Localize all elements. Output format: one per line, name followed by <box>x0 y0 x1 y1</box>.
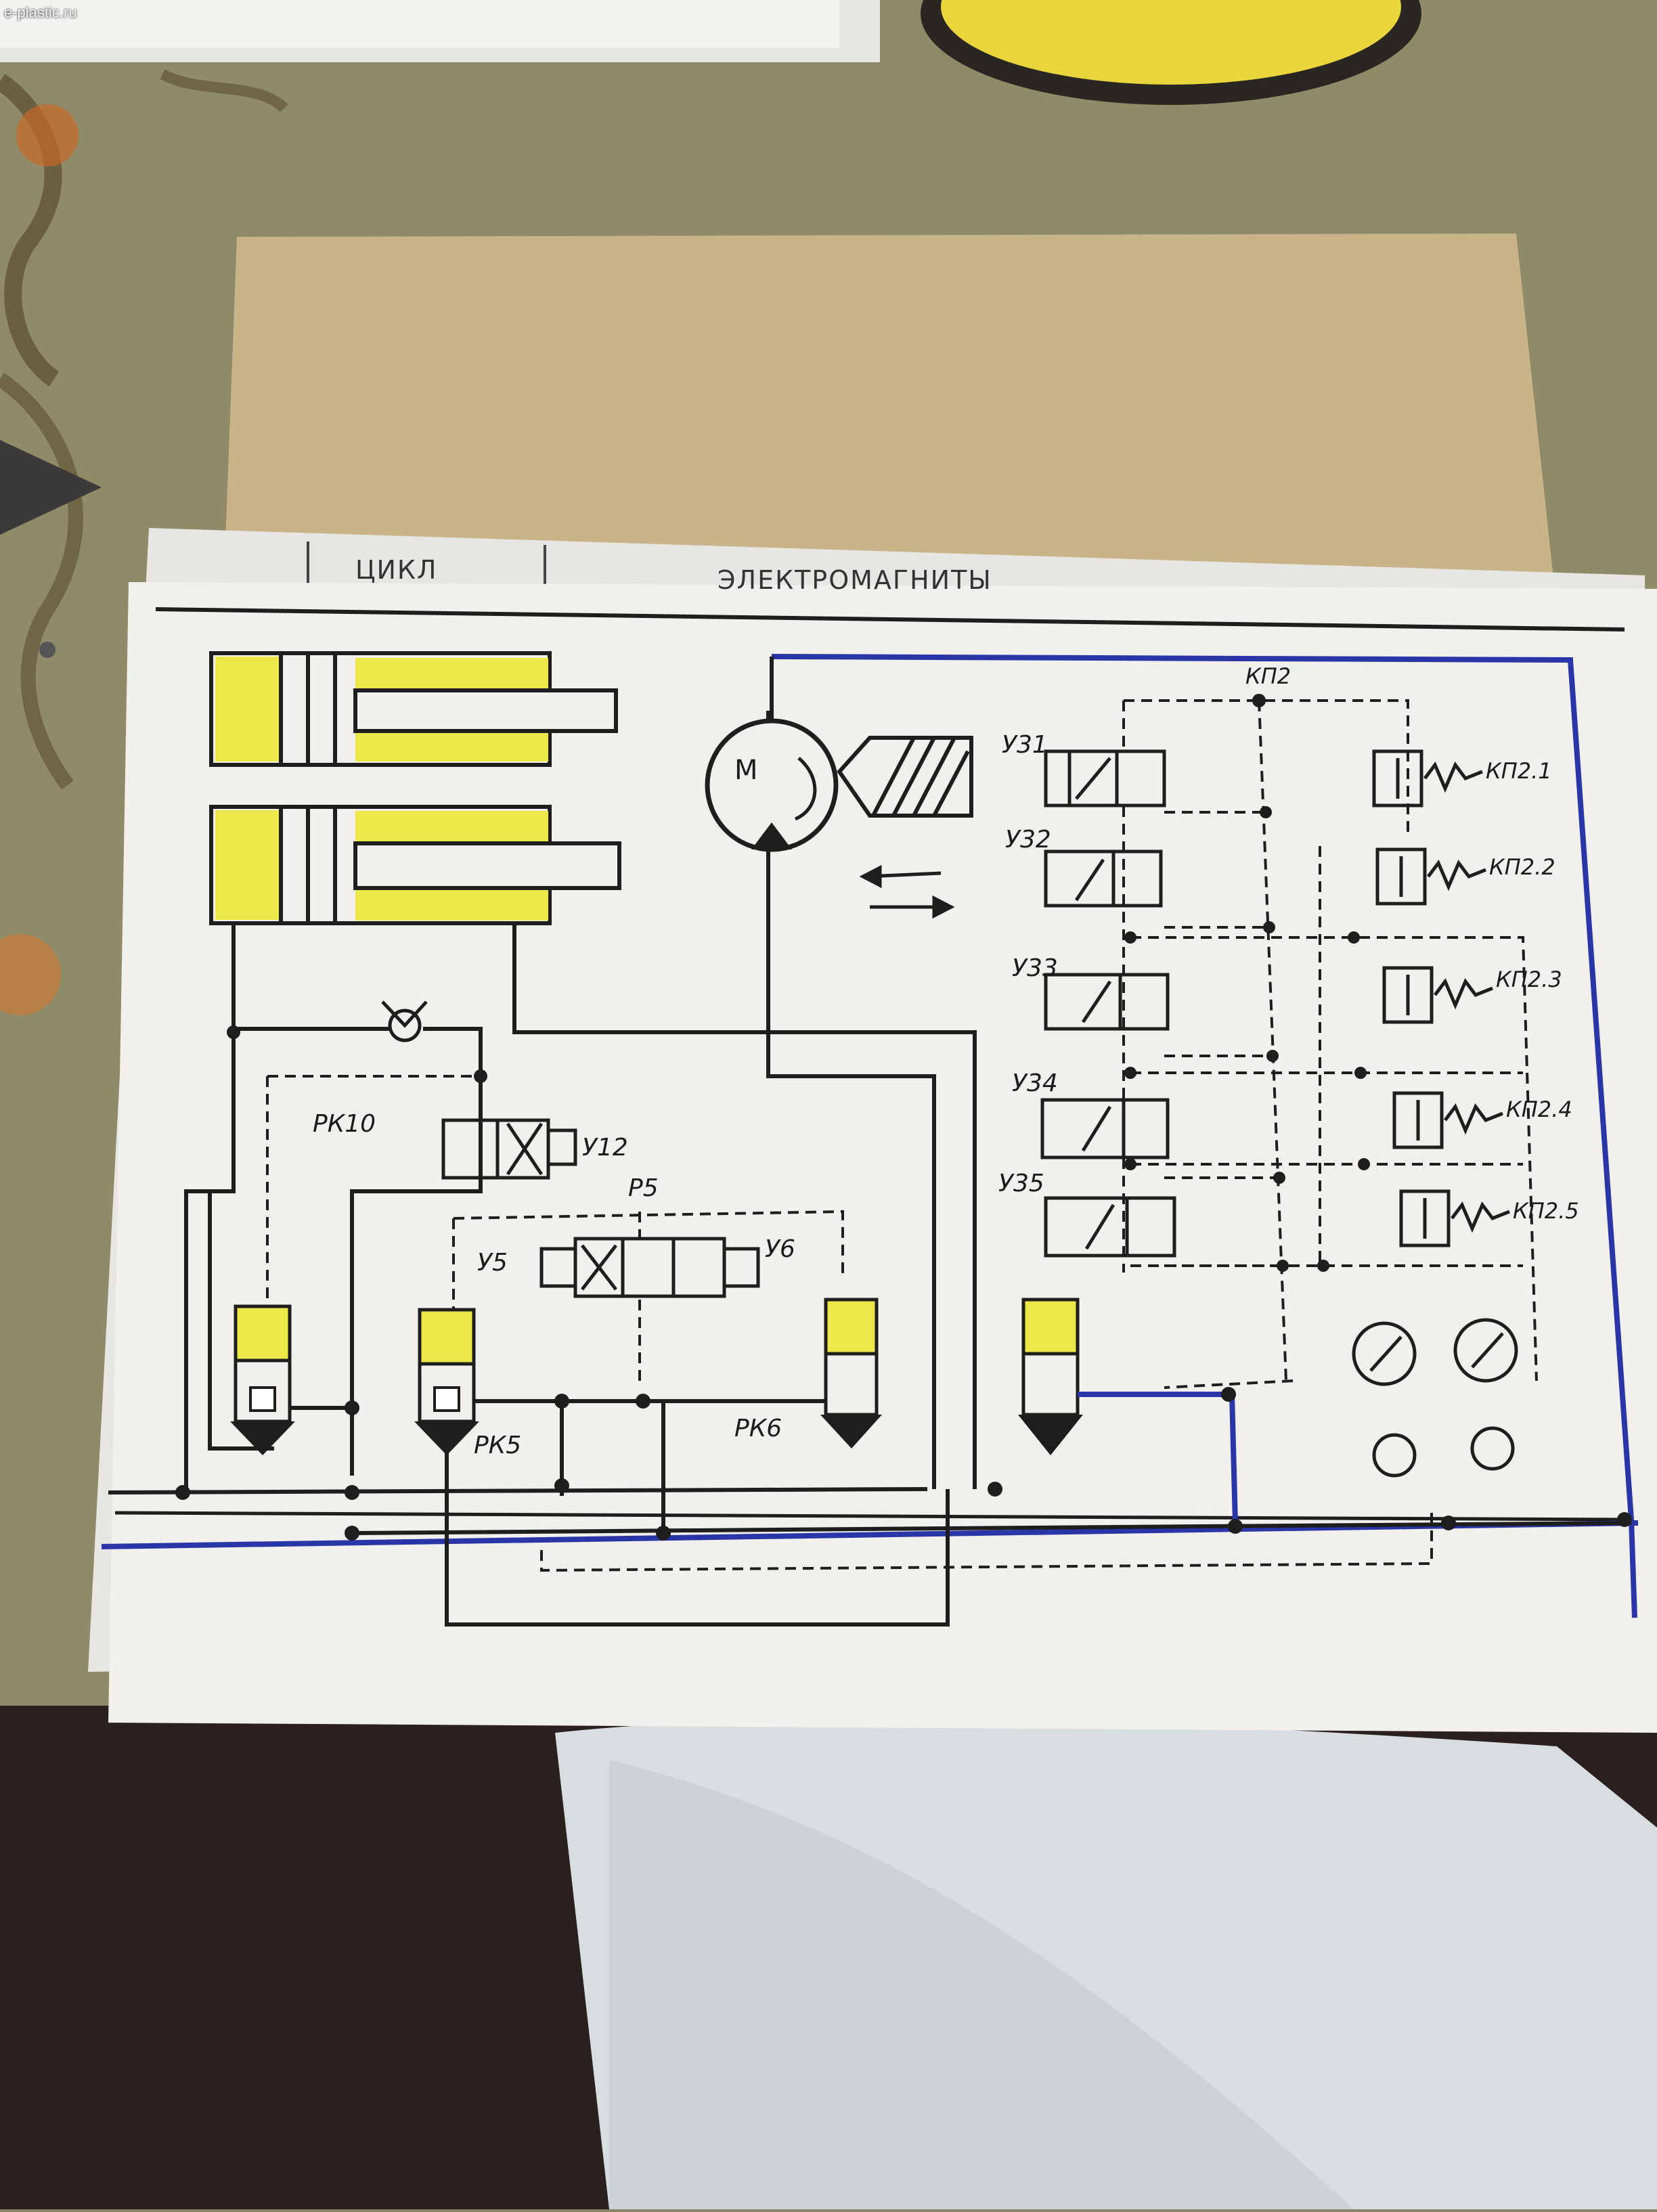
check-valve <box>381 1000 428 1042</box>
label-rk10: РК10 <box>313 1110 376 1138</box>
relief-valve-rk6 <box>820 1298 882 1448</box>
label-y6: У6 <box>765 1235 795 1263</box>
left-piping <box>108 711 1632 1627</box>
label-y31: У31 <box>1002 731 1048 759</box>
relief-valve-main <box>1018 1298 1238 1524</box>
valve-y35 <box>1044 1196 1176 1258</box>
direction-arrows <box>859 864 955 919</box>
label-kp2-5: КП2.5 <box>1513 1198 1579 1224</box>
relief-valve-rk10 <box>230 1304 295 1455</box>
label-y33: У33 <box>1012 954 1058 982</box>
label-y32: У32 <box>1005 826 1051 854</box>
pressure-switch-kp2-1 <box>1372 749 1483 808</box>
label-y34: У34 <box>1012 1069 1058 1097</box>
junction-dots <box>175 694 1632 1541</box>
label-motor: М <box>734 755 758 786</box>
hydraulic-motor <box>705 718 839 852</box>
label-kp2-4: КП2.4 <box>1506 1097 1572 1122</box>
valve-y33 <box>1044 973 1170 1031</box>
header-electromagnets: ЭЛЕКТРОМАГНИТЫ <box>717 565 992 595</box>
diagram-paper <box>108 582 1657 1733</box>
pressure-switch-kp2-2 <box>1375 847 1486 906</box>
label-kp2: КП2 <box>1245 663 1291 689</box>
label-y12: У12 <box>582 1134 628 1162</box>
relief-valve-rk5 <box>414 1308 479 1455</box>
valve-y12 <box>441 1118 577 1180</box>
hydraulic-cylinder-bottom <box>209 805 621 925</box>
label-rk6: РК6 <box>734 1415 782 1442</box>
screw-auger <box>837 736 973 818</box>
watermark: e-plastic.ru <box>4 4 77 21</box>
label-rk5: РК5 <box>474 1432 522 1459</box>
valve-y34 <box>1040 1098 1170 1159</box>
pressure-gauge-right <box>1453 1318 1518 1471</box>
pressure-switch-kp2-4 <box>1392 1091 1503 1149</box>
pressure-gauge-left <box>1352 1321 1417 1478</box>
valve-y31 <box>1044 749 1166 808</box>
label-kp2-2: КП2.2 <box>1489 854 1555 880</box>
label-kp2-3: КП2.3 <box>1496 967 1562 992</box>
label-kp2-1: КП2.1 <box>1486 758 1552 784</box>
label-y35: У35 <box>998 1170 1044 1197</box>
valve-p5 <box>539 1237 760 1298</box>
plywood-board <box>223 234 1557 609</box>
header-cycle: ЦИКЛ <box>355 555 438 585</box>
label-p5: Р5 <box>628 1174 659 1202</box>
pressure-switch-kp2-3 <box>1382 966 1493 1024</box>
valve-y32 <box>1044 849 1163 908</box>
label-y5: У5 <box>477 1249 508 1277</box>
hydraulic-cylinder-top <box>209 651 618 767</box>
pressure-switch-kp2-5 <box>1399 1189 1510 1247</box>
pen <box>0 440 102 535</box>
